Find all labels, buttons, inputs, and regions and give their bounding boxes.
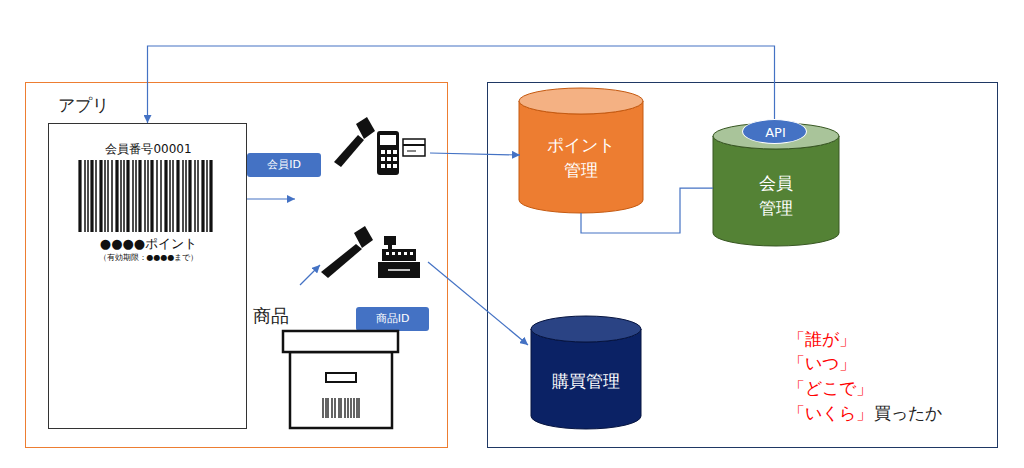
cylinder-body: [713, 136, 839, 246]
id-tag: 商品ID: [356, 307, 429, 331]
expiry-note: （有効期限：●●●●まで）: [49, 253, 248, 263]
member-card: 会員番号00001 ●●●●ポイント（有効期限：●●●●まで）: [48, 123, 247, 429]
question-text: 「いくら」: [788, 402, 873, 424]
cylinder-top: [519, 88, 643, 114]
cylinder-top: [713, 123, 839, 149]
member-number: 会員番号00001: [49, 141, 248, 157]
system-frame: 「誰が」「いつ」「どこで」「いくら」 ポイント 管理 API 会員 管理購買管理: [487, 82, 998, 448]
point-balance: ●●●●ポイント: [49, 235, 248, 253]
cylinder-body: [531, 329, 641, 429]
api-text: API: [743, 120, 808, 145]
question-text: 「どこで」: [788, 377, 873, 399]
frame-title: アプリ: [58, 94, 109, 116]
api-badge: API: [742, 119, 807, 144]
db-name: 会員 管理: [751, 171, 801, 221]
question-text: 「誰が」: [788, 328, 856, 350]
caption-text: 買ったか: [874, 402, 942, 424]
database-cylinder: 購買管理: [531, 316, 641, 429]
cylinder-body: [519, 101, 643, 213]
tag-text: 商品ID: [356, 307, 429, 331]
cylinder-top: [531, 316, 641, 342]
id-tag: 会員ID: [247, 153, 321, 177]
app-frame: アプリ会員番号00001 ●●●●ポイント（有効期限：●●●●まで） 会員ID 商品I…: [25, 82, 448, 448]
database-cylinder: ポイント 管理: [519, 88, 643, 213]
question-text: 「いつ」: [788, 352, 856, 374]
db-name: ポイント 管理: [541, 133, 621, 183]
db-name: 購買管理: [531, 370, 641, 392]
item-label: 商品: [253, 305, 289, 327]
tag-text: 会員ID: [247, 153, 321, 177]
